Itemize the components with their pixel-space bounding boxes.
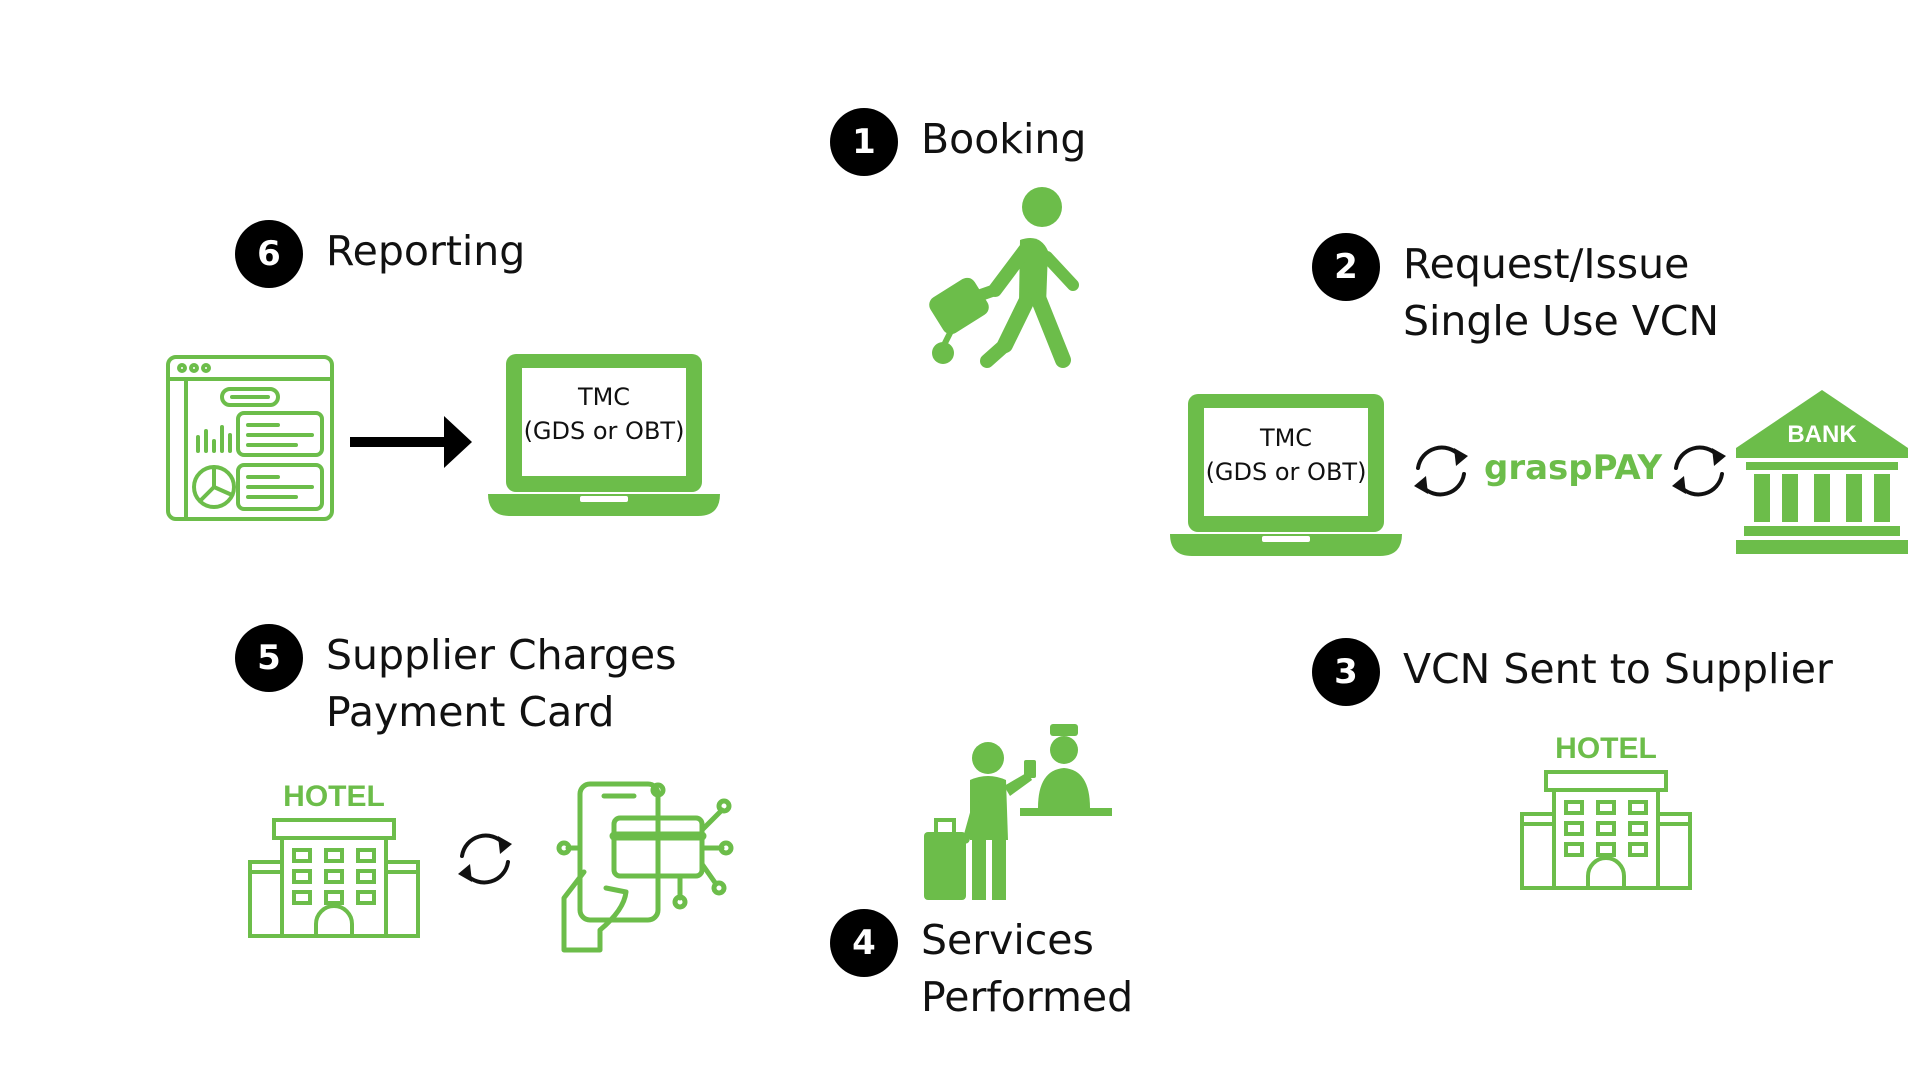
step-label: Reporting — [326, 220, 525, 280]
bank-label: BANK — [1787, 421, 1857, 448]
sync-arrows-icon — [458, 833, 512, 885]
tmc-label: TMC (GDS or OBT) — [523, 383, 685, 445]
step-1: 1 Booking — [830, 108, 1086, 176]
laptop-icon — [488, 354, 720, 516]
step-label: Request/Issue Single Use VCN — [1403, 233, 1719, 350]
step-label-line: Supplier Charges — [326, 631, 677, 679]
step-label: Services Performed — [921, 909, 1133, 1026]
right-arrow-icon — [350, 416, 472, 468]
step-6: 6 Reporting — [235, 220, 525, 288]
sync-arrows-icon — [1672, 445, 1726, 497]
step-label: VCN Sent to Supplier — [1403, 638, 1833, 698]
step-4: 4 Services Performed — [830, 909, 1133, 1026]
tmc-label: TMC (GDS or OBT) — [1205, 424, 1367, 486]
step-label: Supplier Charges Payment Card — [326, 624, 676, 741]
step-number-badge: 6 — [235, 220, 303, 288]
step-number-badge: 4 — [830, 909, 898, 977]
step-label-line: Reporting — [326, 227, 526, 275]
hotel-check-in-icon — [924, 724, 1112, 900]
step-label-line: Services — [921, 916, 1094, 964]
hotel-icon: HOTEL — [1520, 732, 1692, 890]
step-label-line: Single Use VCN — [1403, 297, 1720, 345]
sync-arrows-icon — [1414, 445, 1468, 497]
step-number-badge: 5 — [235, 624, 303, 692]
mobile-card-payment-icon — [556, 781, 734, 953]
step-2: 2 Request/Issue Single Use VCN — [1312, 233, 1719, 350]
traveler-with-luggage-icon — [929, 187, 1079, 368]
step-label: Booking — [921, 108, 1086, 168]
step-label-line: Payment Card — [326, 688, 615, 736]
step-3: 3 VCN Sent to Supplier — [1312, 638, 1833, 706]
step-number-badge: 1 — [830, 108, 898, 176]
step-number-badge: 3 — [1312, 638, 1380, 706]
step-label-line: VCN Sent to Supplier — [1403, 645, 1833, 693]
hotel-label: HOTEL — [1555, 732, 1657, 765]
bank-icon: BANK — [1736, 390, 1908, 554]
step-label-line: Request/Issue — [1403, 240, 1690, 288]
step-label-line: Booking — [921, 115, 1087, 163]
hotel-label: HOTEL — [283, 780, 385, 813]
hotel-icon: HOTEL — [248, 780, 420, 938]
step-5: 5 Supplier Charges Payment Card — [235, 624, 676, 741]
step-label-line: Performed — [921, 973, 1134, 1021]
step-number-badge: 2 — [1312, 233, 1380, 301]
grasppay-logo: graspPAY — [1484, 448, 1663, 488]
laptop-icon — [1170, 394, 1402, 556]
dashboard-report-icon — [166, 355, 334, 521]
